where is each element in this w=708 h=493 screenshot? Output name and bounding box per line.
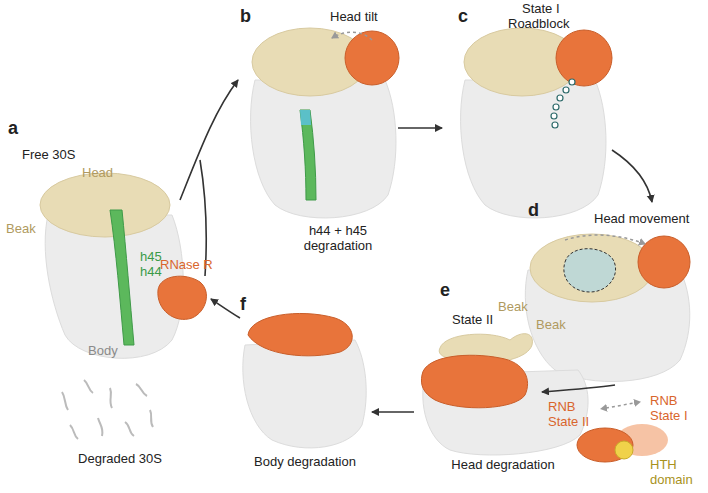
part-name: Body xyxy=(88,344,118,359)
state-label: Roadblock xyxy=(508,17,569,32)
enzyme-name: RNase R xyxy=(160,258,213,273)
process-arrows xyxy=(180,80,652,412)
part-name: Beak xyxy=(498,300,528,315)
state-label: Degraded 30S xyxy=(75,452,165,467)
part-name: Beak xyxy=(6,222,36,237)
step-label: h44 + h45 degradation xyxy=(278,224,398,253)
ribosome-f xyxy=(243,313,366,447)
rnase-r-enzyme xyxy=(158,276,207,319)
panel-letter: a xyxy=(8,118,18,138)
panel-letter: b xyxy=(240,6,251,26)
state-label: State II xyxy=(452,313,493,328)
domain-state: RNB State II xyxy=(548,400,600,429)
step-label: Head degradation xyxy=(448,458,558,473)
ribosome-b xyxy=(251,28,399,218)
step-label: Head tilt xyxy=(330,10,378,25)
panel-letter: d xyxy=(528,200,539,220)
state-label: State I xyxy=(522,2,560,17)
ribosome-d xyxy=(525,234,690,381)
domain-name: HTH domain xyxy=(650,458,704,487)
panel-letter: e xyxy=(440,280,450,300)
degraded-fragments xyxy=(62,380,153,439)
part-name: Beak xyxy=(536,318,566,333)
ribosome-c xyxy=(461,28,612,218)
panel-letter: f xyxy=(240,294,246,314)
domain-state: RNB State I xyxy=(650,394,704,423)
part-name: h45 xyxy=(140,250,162,265)
panel-letter: c xyxy=(458,6,468,26)
panel-title: Free 30S xyxy=(22,148,75,163)
part-name: Head xyxy=(82,166,113,181)
part-name: h44 xyxy=(140,265,162,280)
ribosome-e xyxy=(421,334,588,455)
step-label: Body degradation xyxy=(250,455,360,470)
step-label: Head movement xyxy=(594,212,689,227)
